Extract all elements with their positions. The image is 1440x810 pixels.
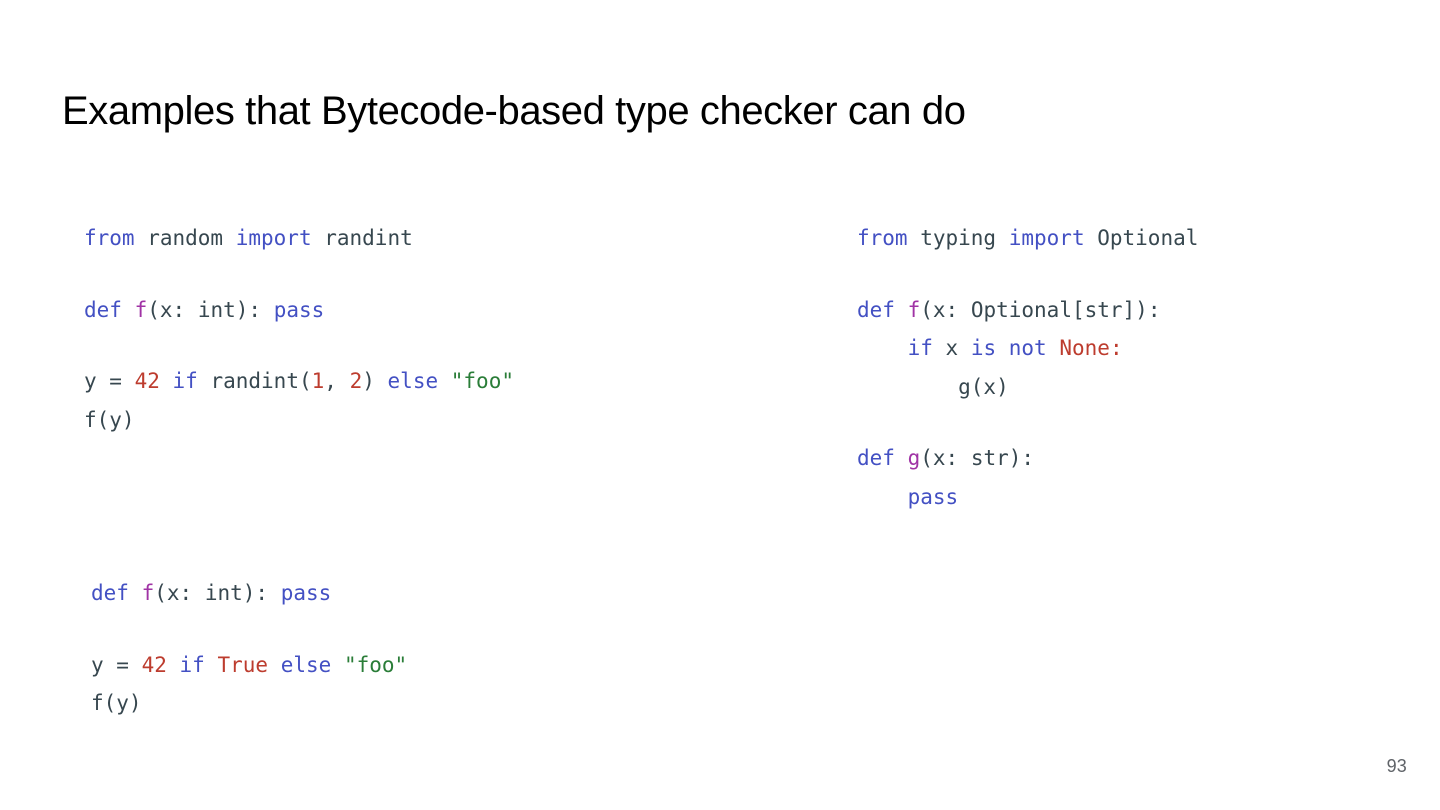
code-token-fn: f <box>141 581 155 605</box>
code-token-num: 42 <box>134 369 160 393</box>
code-line: g(x) <box>857 368 1198 407</box>
code-token-plain: typing <box>907 226 1009 250</box>
code-token-const: True <box>217 652 269 677</box>
code-line: f(y) <box>91 684 407 723</box>
code-token-plain: (x: str): <box>920 446 1035 470</box>
code-token-kw: else <box>387 369 439 393</box>
code-token-kw: if <box>179 652 205 677</box>
code-token-plain <box>268 653 281 677</box>
code-token-kw: if <box>907 336 933 360</box>
code-blank-line <box>84 329 514 362</box>
code-token-plain <box>895 446 908 470</box>
code-token-num: 42 <box>141 652 167 677</box>
code-token-plain: g(x) <box>857 374 1009 399</box>
code-line: from typing import Optional <box>857 219 1198 258</box>
code-token-kw: import <box>1008 226 1085 250</box>
code-line: pass <box>857 478 1198 517</box>
code-token-plain <box>122 298 135 322</box>
code-line: def f(x: int): pass <box>91 574 407 613</box>
code-token-plain: y = <box>91 652 142 677</box>
code-token-kw: pass <box>907 484 959 509</box>
code-token-plain: random <box>134 226 236 250</box>
code-token-plain <box>895 298 908 322</box>
code-token-plain <box>331 653 344 677</box>
code-token-const: None <box>1059 336 1110 360</box>
code-line: y = 42 if randint(1, 2) else "foo" <box>84 362 514 401</box>
code-blank-line <box>91 613 407 646</box>
code-token-plain: x <box>932 336 971 360</box>
code-token-kw: if <box>172 369 198 393</box>
code-token-plain: f(y) <box>84 407 135 432</box>
code-line: f(y) <box>84 401 514 440</box>
code-token-plain: y = <box>84 369 135 393</box>
code-token-kw: pass <box>273 297 325 322</box>
code-token-kw: from <box>84 226 135 250</box>
code-token-kw: from <box>857 226 908 250</box>
right-code-sample: from typing import Optional def f(x: Opti… <box>857 219 1198 516</box>
code-line: from random import randint <box>84 219 514 258</box>
code-token-plain: (x: int): <box>154 581 281 605</box>
code-token-plain: Optional <box>1084 226 1199 250</box>
code-token-str: "foo" <box>343 652 408 677</box>
code-token-kw: not <box>1008 336 1047 360</box>
code-token-num: 2 <box>349 369 363 393</box>
code-line: y = 42 if True else "foo" <box>91 646 407 685</box>
code-token-fn: g <box>907 446 921 470</box>
code-blank-line <box>857 406 1198 439</box>
code-token-plain <box>160 369 173 393</box>
code-token-plain <box>205 653 218 677</box>
code-token-kw: def <box>84 297 122 322</box>
code-blank-line <box>84 258 514 291</box>
code-token-kw: def <box>857 297 895 322</box>
code-blank-line <box>857 258 1198 291</box>
code-token-kw: def <box>91 581 129 605</box>
code-token-kw: else <box>280 652 332 677</box>
page-title: Examples that Bytecode-based type checke… <box>62 89 966 133</box>
code-token-plain <box>1047 336 1060 360</box>
code-token-fn: f <box>907 297 921 322</box>
code-token-kw: import <box>235 226 312 250</box>
code-token-num: 1 <box>311 369 325 393</box>
code-token-kw: def <box>857 446 895 470</box>
code-token-str: "foo" <box>450 369 514 393</box>
code-token-fn: f <box>134 297 148 322</box>
code-token-plain: , <box>324 369 350 393</box>
code-token-plain: randint( <box>197 369 312 393</box>
bottom-left-code-sample: def f(x: int): pass y = 42 if True else "… <box>91 574 407 723</box>
code-token-kw: pass <box>280 581 332 605</box>
code-token-kw: is <box>970 336 997 360</box>
code-token-plain: (x: int): <box>147 297 274 322</box>
code-line: if x is not None: <box>857 329 1198 368</box>
code-token-plain <box>129 581 142 605</box>
code-token-plain <box>438 369 451 393</box>
code-token-plain: (x: Optional[str]): <box>920 297 1161 322</box>
code-token-plain: ) <box>362 369 388 393</box>
code-line: def f(x: Optional[str]): <box>857 291 1198 330</box>
code-token-plain: randint <box>311 226 413 250</box>
code-line: def g(x: str): <box>857 439 1198 478</box>
code-line: def f(x: int): pass <box>84 291 514 330</box>
code-token-plain <box>857 336 908 360</box>
top-left-code-sample: from random import randint def f(x: int):… <box>84 219 514 439</box>
page-number: 93 <box>1386 756 1407 776</box>
code-token-plain <box>167 653 180 677</box>
code-token-const: : <box>1109 336 1123 360</box>
code-token-plain <box>996 336 1009 360</box>
code-token-plain <box>857 485 908 509</box>
code-token-plain: f(y) <box>91 691 142 715</box>
